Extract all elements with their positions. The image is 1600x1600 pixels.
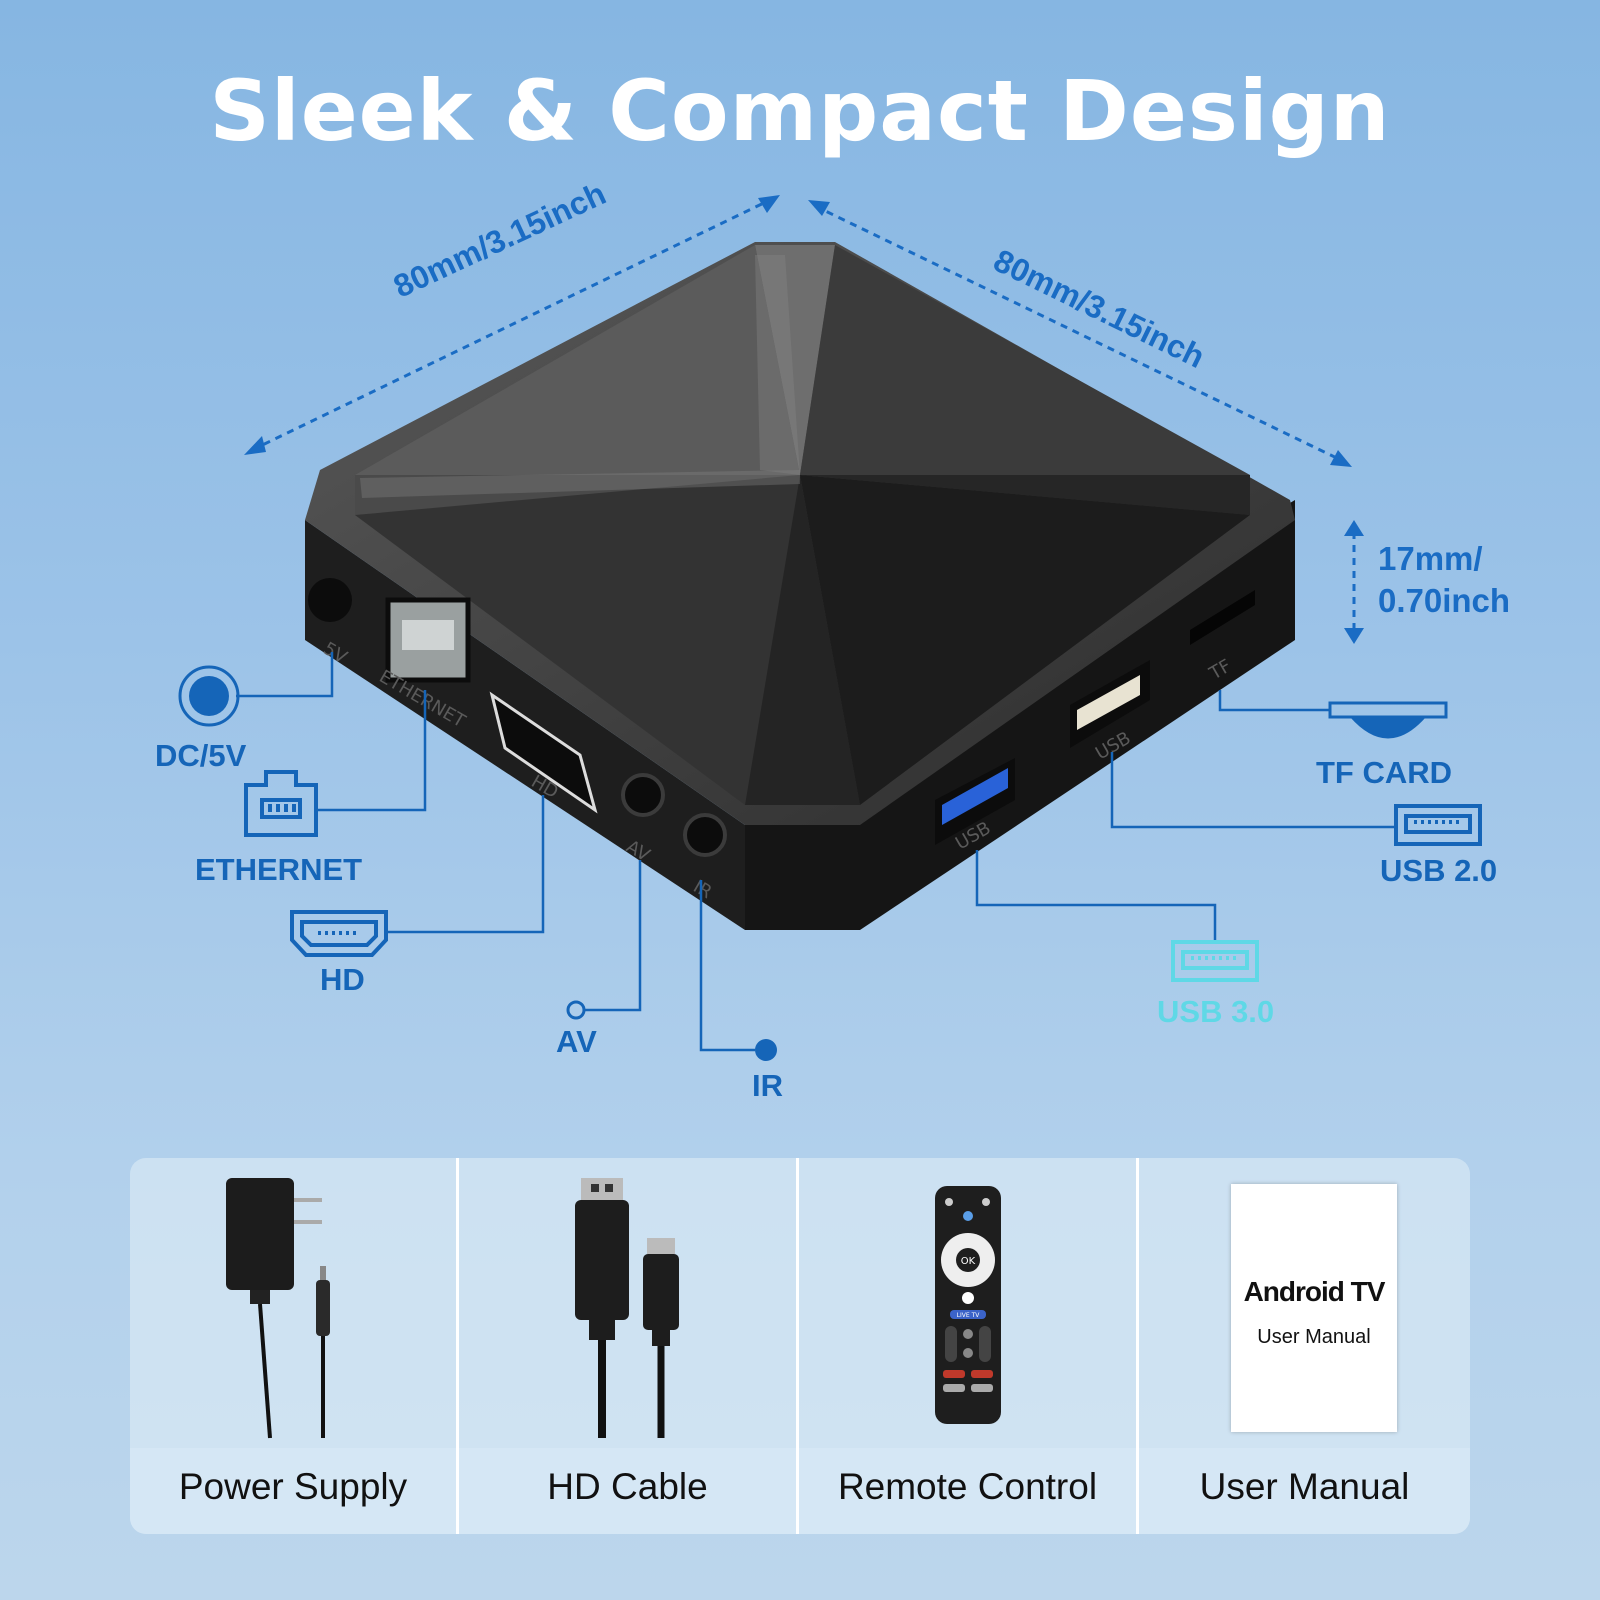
accessory-label: User Manual (1199, 1466, 1410, 1507)
usb2-icon (1394, 804, 1482, 846)
width-dimension-left (251, 198, 771, 452)
label-ir: IR (752, 1068, 783, 1103)
av-port (621, 773, 665, 817)
label-tf-card: TF CARD (1316, 755, 1453, 790)
remote-control-icon: OK LIVE TV (935, 1186, 1001, 1424)
label-dc: DC/5V (155, 738, 247, 773)
dc-port (308, 578, 352, 622)
label-usb2: USB 2.0 (1380, 853, 1498, 888)
remote-ok-label: OK (961, 1256, 976, 1267)
accessory-power-supply: Power Supply (130, 1158, 456, 1534)
user-manual-icon: Android TV User Manual (1231, 1184, 1397, 1432)
accessories-panel: Power Supply HD Cable OK LIVE TV (130, 1158, 1470, 1534)
arrow-head-icon (758, 195, 780, 213)
label-hd: HD (320, 962, 365, 997)
accessory-label: Remote Control (837, 1466, 1098, 1507)
page-title: Sleek & Compact Design (209, 62, 1391, 160)
ir-icon (755, 1039, 777, 1061)
height-label-line2: 0.70inch (1378, 582, 1511, 619)
tf-card-icon (1328, 701, 1448, 739)
accessory-label: HD Cable (547, 1466, 708, 1507)
label-ethernet: ETHERNET (195, 852, 363, 887)
arrow-head-icon (1330, 450, 1352, 467)
arrow-head-icon (808, 200, 830, 216)
device-diagram: 5V ETHERNET HD AV IR USB USB TF (178, 195, 1482, 1061)
arrow-head-icon (244, 436, 266, 455)
tf-slot (1190, 590, 1255, 645)
callout-leader-lines (236, 652, 1395, 1052)
accessory-user-manual: Android TV User Manual User Manual (1139, 1158, 1470, 1534)
usb3-icon (1171, 940, 1259, 982)
label-usb3: USB 3.0 (1157, 994, 1275, 1029)
ethernet-icon (244, 770, 318, 837)
av-icon (566, 1000, 586, 1020)
ir-port (683, 813, 727, 857)
hd-cable-icon (575, 1178, 679, 1438)
accessory-label: Power Supply (178, 1466, 408, 1507)
hdmi-icon (290, 910, 388, 957)
height-dimension (1344, 520, 1364, 644)
dc-power-icon (178, 665, 240, 727)
label-av: AV (556, 1024, 597, 1059)
hdmi-port (489, 691, 598, 814)
power-adapter-icon (226, 1178, 330, 1439)
remote-live-label: LIVE TV (957, 1312, 981, 1319)
accessory-hd-cable: HD Cable (459, 1158, 796, 1534)
manual-title: Android TV (1243, 1276, 1386, 1307)
accessory-remote-control: OK LIVE TV Remote Control (799, 1158, 1136, 1534)
tv-box-device: 5V ETHERNET HD AV IR USB USB TF (305, 242, 1295, 930)
manual-subtitle: User Manual (1257, 1326, 1371, 1348)
height-label-line1: 17mm/ (1378, 540, 1483, 577)
